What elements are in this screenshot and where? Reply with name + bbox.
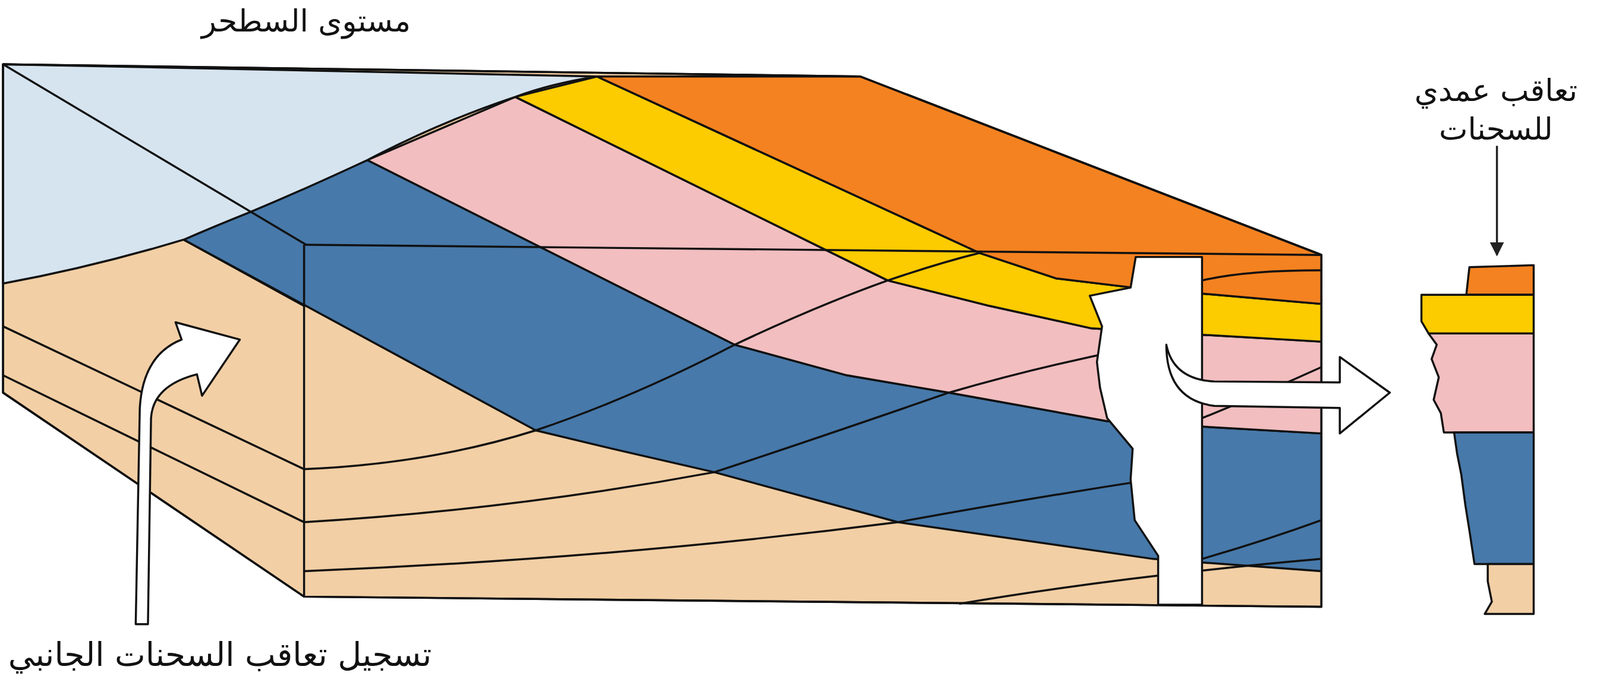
arrow: [1166, 344, 1390, 434]
column-orange: [1466, 265, 1534, 295]
orange-facies: [596, 76, 1322, 305]
core-cut: [1090, 257, 1203, 606]
column-blue: [1453, 432, 1534, 565]
leader-arrow: [1495, 146, 1498, 256]
lateral-sequence-label: تسجيل تعاقب السحنات الجانبي: [8, 634, 432, 676]
column-tan: [1484, 564, 1534, 614]
sea: [2, 64, 597, 284]
surface-label: مستوى السطحر: [201, 1, 411, 40]
column-pink: [1428, 333, 1535, 433]
vertical-sequence-label: تعاقب عمدي للسحنات: [1397, 71, 1595, 148]
column-yellow: [1421, 294, 1535, 334]
arrow: [135, 322, 240, 625]
